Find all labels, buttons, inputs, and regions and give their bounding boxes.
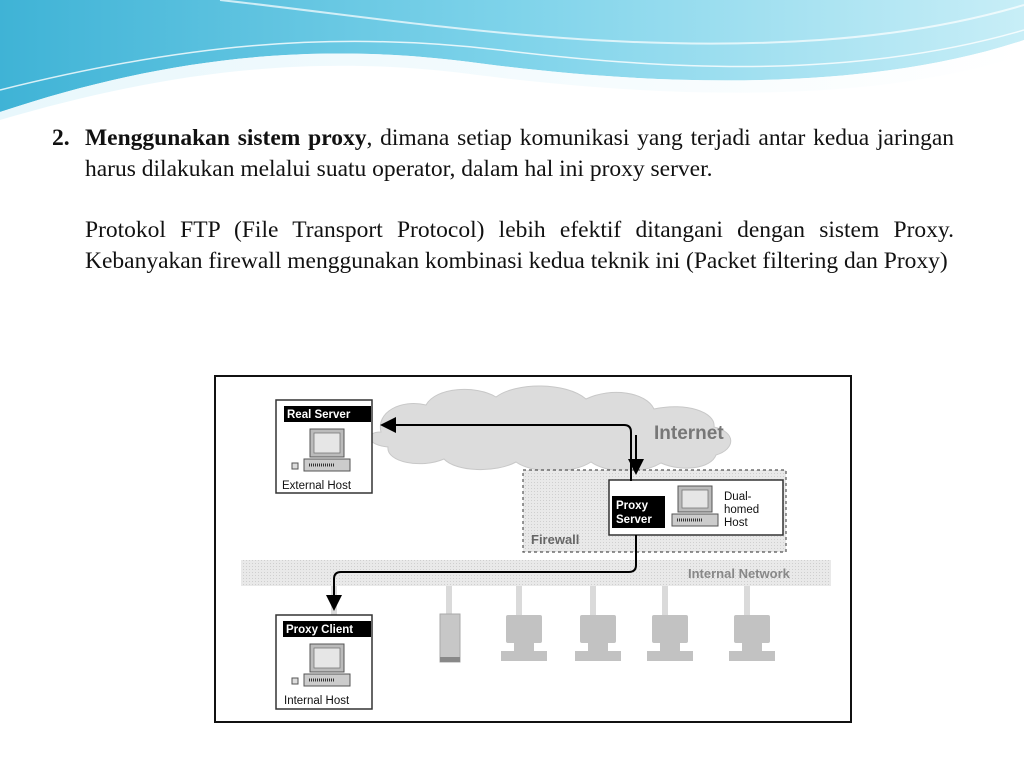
proxy-server-title-line1: Proxy [616,500,649,512]
proxy-server-box: Proxy Server Dual- homed Host [608,479,784,536]
proxy-client-caption: Internal Host [284,695,350,707]
workstation-icon [729,615,775,661]
proxy-diagram-svg: Internet Firewall Internal Network [241,385,831,710]
dual-homed-line2: homed [724,504,759,516]
workstation-icon [501,615,547,661]
dual-homed-line3: Host [724,517,748,529]
workstation-icon [575,615,621,661]
real-server-title: Real Server [287,409,351,421]
internal-network-label: Internal Network [688,566,791,581]
internet-label: Internet [654,423,724,444]
real-server-box: Real Server External Host [275,399,373,494]
item-number: 2. [52,125,70,151]
workstation-icon [647,615,693,661]
paragraph-1-bold: Menggunakan sistem proxy [85,125,367,151]
paragraph-2: Protokol FTP (File Transport Protocol) l… [85,217,954,274]
proxy-client-title: Proxy Client [286,624,353,636]
paragraph-1-rest: , dimana setiap komunikasi yang terjadi … [85,125,955,182]
list-item-2: 2. Menggunakan sistem proxy, dimana seti… [52,123,954,185]
proxy-diagram: Internet Firewall Internal Network [214,375,852,723]
firewall-label: Firewall [531,532,579,547]
header-wave-decoration [0,0,1024,120]
network-drops [331,586,750,616]
dual-homed-line1: Dual- [724,491,752,503]
arrow-proxy-to-client [326,535,637,611]
computer-icon [291,643,351,687]
computer-icon [671,485,719,527]
internet-cloud: Internet [369,385,732,472]
arrow-proxy-to-real-server [380,417,632,481]
proxy-server-title-line2: Server [616,514,652,526]
real-server-caption: External Host [282,480,352,492]
tower-computer-icon [439,613,461,663]
slide-body: 2. Menggunakan sistem proxy, dimana seti… [52,123,954,277]
proxy-client-box: Proxy Client Internal Host [275,614,373,710]
paragraph-1: Menggunakan sistem proxy, dimana setiap … [85,123,954,185]
computer-icon [291,428,351,472]
